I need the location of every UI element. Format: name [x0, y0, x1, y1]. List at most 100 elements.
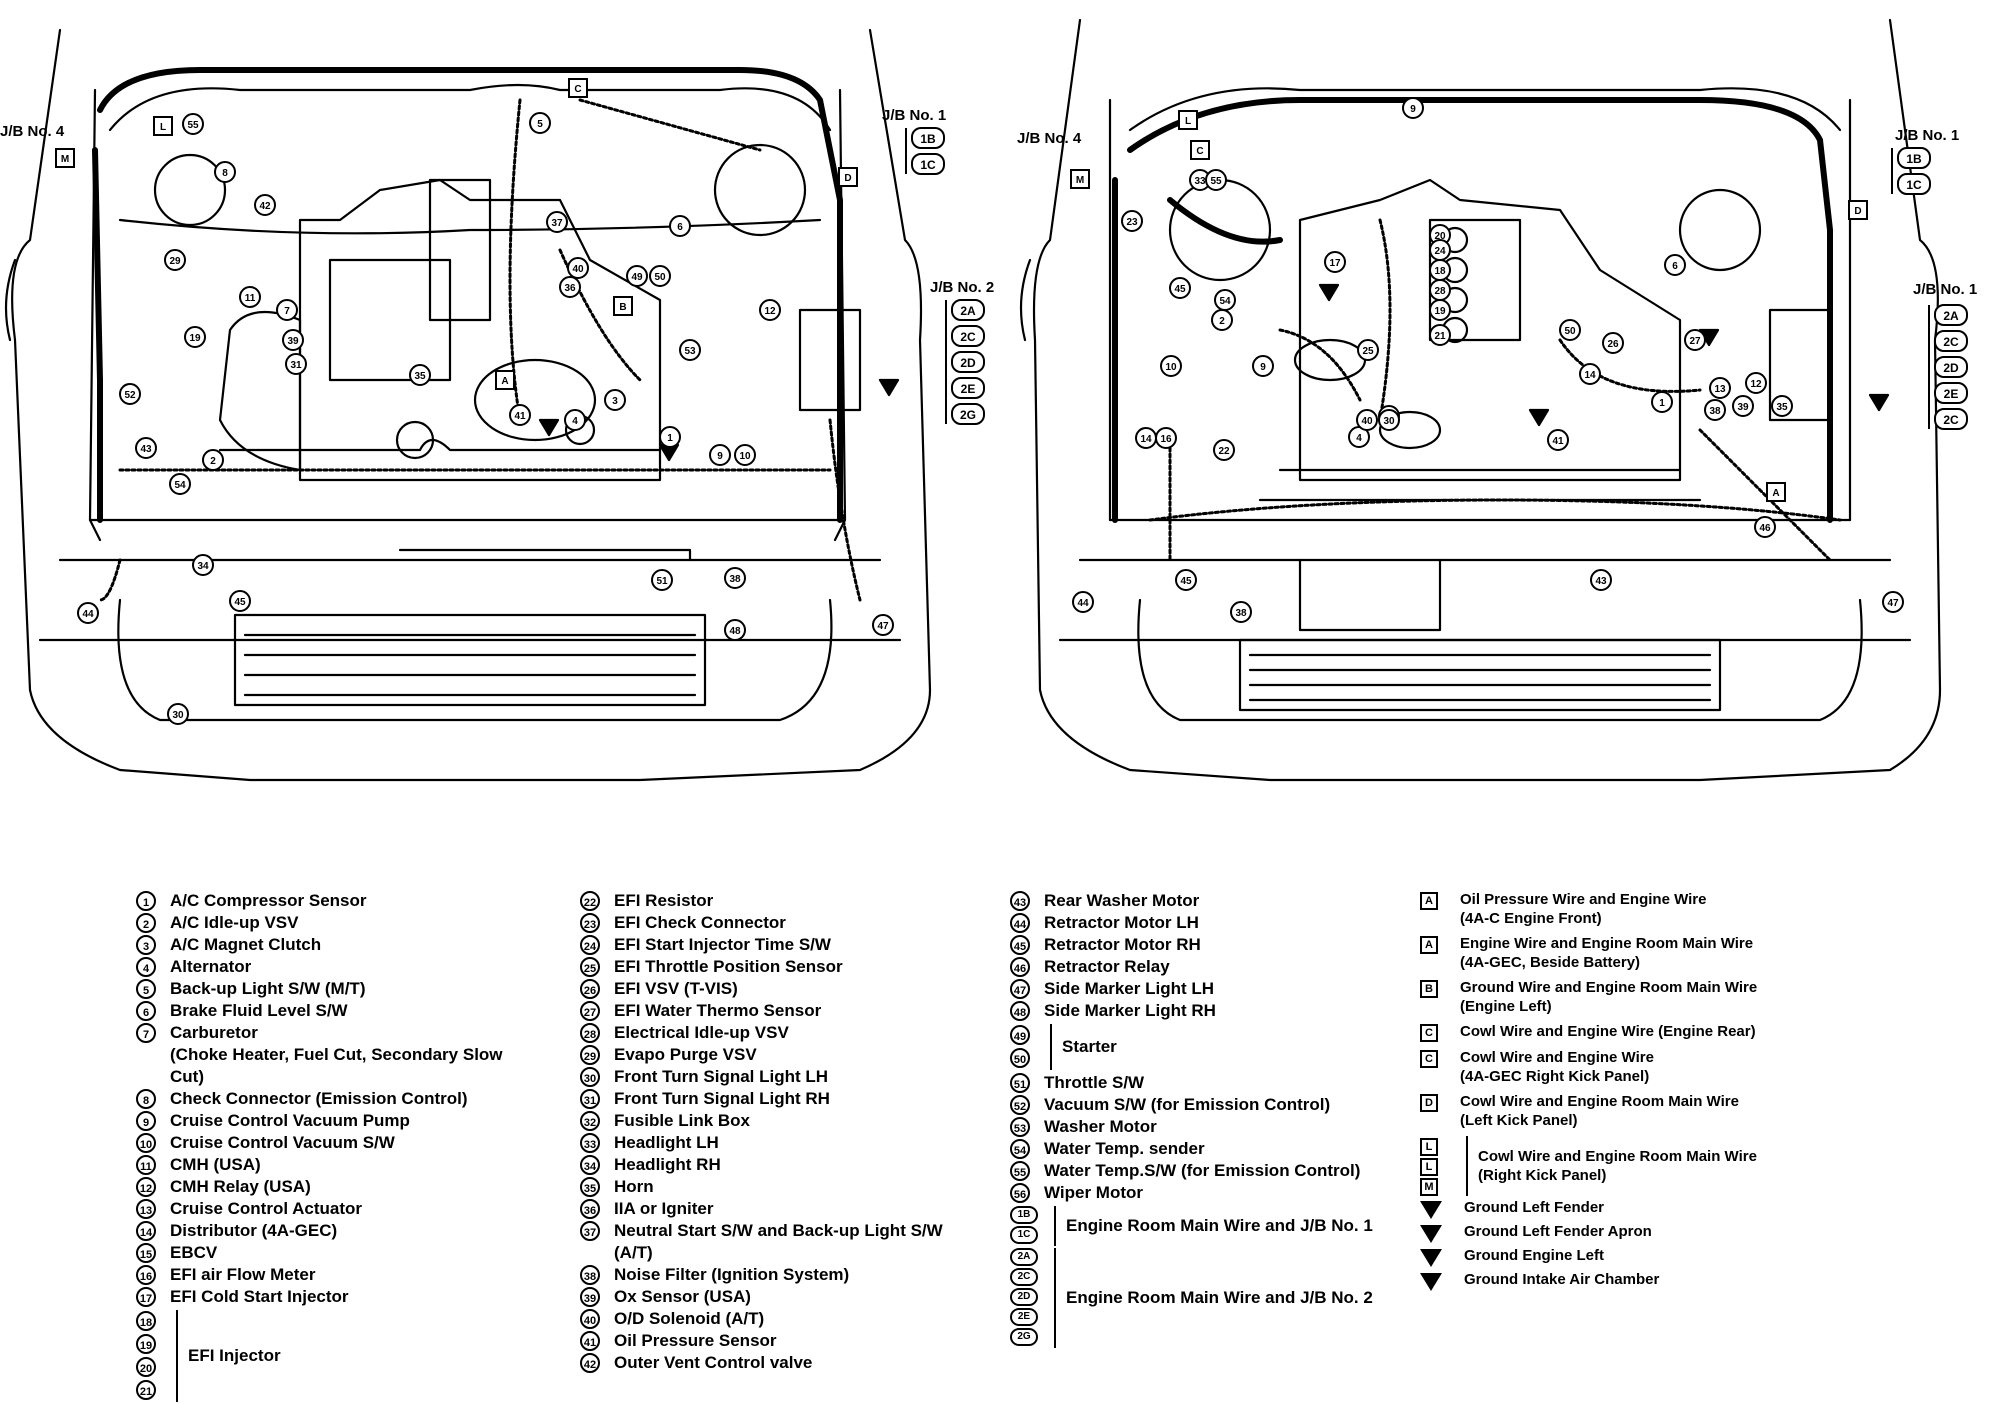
svg-text:18: 18	[1434, 266, 1446, 277]
svg-text:41: 41	[514, 411, 526, 422]
svg-text:2C: 2C	[1943, 413, 1959, 427]
svg-text:1B: 1B	[920, 132, 936, 146]
callout-marker: 14	[1579, 363, 1601, 385]
jb-ref-pill: 2G	[951, 403, 985, 425]
svg-text:2C: 2C	[1943, 335, 1959, 349]
legend-label: Front Turn Signal Light RH	[614, 1089, 830, 1108]
svg-text:36: 36	[564, 283, 576, 294]
svg-text:34: 34	[197, 561, 209, 572]
legend-label: A/C Idle-up VSV	[170, 913, 299, 932]
legend-number-badge: 29	[580, 1045, 600, 1065]
left-engine-bay	[11, 28, 932, 782]
callout-marker: 18	[1429, 259, 1451, 281]
legend-number-badge: 12	[136, 1177, 156, 1197]
callout-marker: C	[568, 78, 588, 98]
legend-number-badge: 11	[136, 1155, 156, 1175]
legend-label: Cruise Control Vacuum S/W	[170, 1133, 395, 1152]
left-jb-labels: J/B No. 4 J/B No. 1 J/B No. 2	[0, 107, 994, 296]
svg-text:50: 50	[654, 272, 666, 283]
legend-square-marker: C	[1420, 1024, 1438, 1042]
legend-number-badge: 49	[1010, 1025, 1030, 1045]
callout-marker: 35	[1771, 395, 1793, 417]
callout-marker: 27	[1684, 329, 1706, 351]
legend-number-badge: 37	[580, 1221, 600, 1241]
legend-label: Horn	[614, 1177, 654, 1196]
left-jb4-label: J/B No. 4	[0, 123, 65, 140]
callout-marker: 19	[1429, 299, 1451, 321]
callout-marker: 5	[529, 112, 551, 134]
svg-text:47: 47	[1887, 598, 1899, 609]
left-jb2-label: J/B No. 2	[930, 279, 994, 296]
legend-number-badge: 17	[136, 1287, 156, 1307]
callout-marker: 36	[559, 276, 581, 298]
legend-square-marker: A	[1420, 892, 1438, 910]
jb-ref-pill: 1B	[911, 127, 945, 149]
svg-text:46: 46	[1759, 523, 1771, 534]
legend-label: IIA or Igniter	[614, 1199, 714, 1218]
legend-number-badge: 48	[1010, 1001, 1030, 1021]
callout-marker: 12	[759, 299, 781, 321]
legend-label: EFI Start Injector Time S/W	[614, 935, 831, 954]
callout-marker: 13	[1709, 377, 1731, 399]
wiring-diagram: J/B No. 4 J/B No. 1 J/B No. 2 J/B No. 4 …	[0, 18, 1977, 782]
svg-text:55: 55	[187, 120, 199, 131]
callout-marker: 53	[679, 339, 701, 361]
jb-ref-pill: 1C	[911, 153, 945, 175]
legend-square-marker: M	[1420, 1178, 1438, 1196]
legend-label: A/C Compressor Sensor	[170, 891, 367, 910]
svg-text:L: L	[1185, 116, 1191, 127]
svg-text:43: 43	[1595, 576, 1607, 587]
legend-number-badge: 46	[1010, 957, 1030, 977]
legend-number-badge: 34	[580, 1155, 600, 1175]
legend-number-badge: 8	[136, 1089, 156, 1109]
right-jb1b-label: J/B No. 1	[1913, 281, 1977, 298]
callout-marker: 6	[669, 215, 691, 237]
callout-marker: 38	[724, 567, 746, 589]
callout-marker: 9	[1402, 97, 1424, 119]
svg-text:54: 54	[1219, 296, 1231, 307]
svg-text:14: 14	[1584, 370, 1596, 381]
svg-text:38: 38	[729, 574, 741, 585]
callout-marker: M	[1070, 169, 1090, 189]
svg-text:24: 24	[1434, 246, 1446, 257]
legend-number-badge: 43	[1010, 891, 1030, 911]
svg-text:12: 12	[1750, 379, 1762, 390]
svg-text:44: 44	[82, 609, 94, 620]
callout-marker: 2	[202, 449, 224, 471]
legend-number-badge: 4	[136, 957, 156, 977]
callout-marker: 51	[651, 569, 673, 591]
callout-marker: A	[1766, 482, 1786, 502]
svg-text:2A: 2A	[960, 304, 976, 318]
callout-marker: 10	[734, 444, 756, 466]
legend-number-badge: 22	[580, 891, 600, 911]
svg-text:2D: 2D	[1943, 361, 1959, 375]
legend-number-badge: 25	[580, 957, 600, 977]
jb-ref-pill: 2C	[1934, 408, 1968, 430]
svg-text:20: 20	[1434, 231, 1446, 242]
legend-number-badge: 32	[580, 1111, 600, 1131]
legend-label: Cowl Wire and Engine Wire (Engine Rear)	[1460, 1023, 1756, 1040]
legend-label: Retractor Relay	[1044, 957, 1170, 976]
svg-text:38: 38	[1709, 406, 1721, 417]
callout-marker: L	[1178, 110, 1198, 130]
legend-number-badge: 3	[136, 935, 156, 955]
callout-marker: A	[495, 370, 515, 390]
legend-label: Engine Room Main Wire and J/B No. 1	[1066, 1216, 1373, 1235]
